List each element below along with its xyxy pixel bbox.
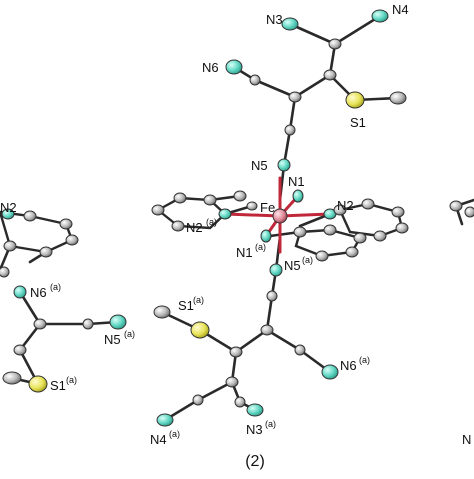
atom-c [260,324,274,336]
label-n4a: N4 [150,432,167,447]
atom-n3 [281,17,299,31]
label-left-n5a-sup: (a) [124,329,135,339]
atom-s1a [190,321,210,339]
label-n6: N6 [202,60,219,75]
label-left-n6a-sup: (a) [50,282,61,292]
atom-c [323,69,337,81]
label-left-s1a: S1 [50,378,66,393]
atom-n6 [225,59,243,75]
label-n5a-sup: (a) [302,255,313,265]
atom-c [192,394,204,406]
atom-c [225,376,239,388]
atom-labels: N3 N4 N6 S1 N5 N1 Fe N2 N2 (a) N1 (a) N5… [0,2,471,447]
left-partial-molecule [0,208,127,393]
label-right-n: N [462,432,471,447]
label-fe: Fe [260,200,275,215]
label-n1: N1 [288,174,305,189]
label-n2a-sup: (a) [206,217,217,227]
label-n6a: N6 [340,358,357,373]
atom-c [229,346,243,358]
label-n5a: N5 [284,258,301,273]
atom-c-methyl [153,305,171,319]
label-n3a-sup: (a) [265,419,276,429]
label-s1a: S1 [178,298,194,313]
atom-c [249,74,261,86]
label-n4: N4 [392,2,409,17]
label-s1a-sup: (a) [193,295,204,305]
atom-fe [272,208,288,224]
atom-n5a [269,263,283,277]
atom-n4a [156,413,174,427]
atom-c-methyl [389,91,407,105]
label-n2a: N2 [186,220,203,235]
label-left-n5a: N5 [104,332,121,347]
atom-c [266,290,278,302]
atom-c [284,124,296,136]
atom-n5 [277,158,291,172]
atom-c [234,396,246,408]
atom-s1 [345,91,365,109]
label-n1a-sup: (a) [255,242,266,252]
label-n3: N3 [266,12,283,27]
figure-caption: (2) [245,453,265,470]
atom-c [328,38,342,50]
right-partial-molecule [449,198,474,226]
label-n5: N5 [251,158,268,173]
label-left-n6a: N6 [30,285,47,300]
label-n6a-sup: (a) [359,355,370,365]
label-n2: N2 [337,198,354,213]
label-left-s1a-sup: (a) [66,375,77,385]
central-atoms [151,9,409,427]
label-n3a: N3 [246,422,263,437]
label-s1: S1 [350,115,366,130]
atom-n2a [218,208,232,220]
atom-n1 [292,189,304,203]
atom-c [288,91,302,103]
label-n1a: N1 [236,245,253,260]
atom-n4 [371,9,389,23]
atom-n3a [246,403,264,417]
atom-c [294,344,306,356]
atom-n6a [321,364,339,380]
label-n4a-sup: (a) [169,429,180,439]
label-left-n2: N2 [0,200,17,215]
atom-n1a [260,229,272,243]
